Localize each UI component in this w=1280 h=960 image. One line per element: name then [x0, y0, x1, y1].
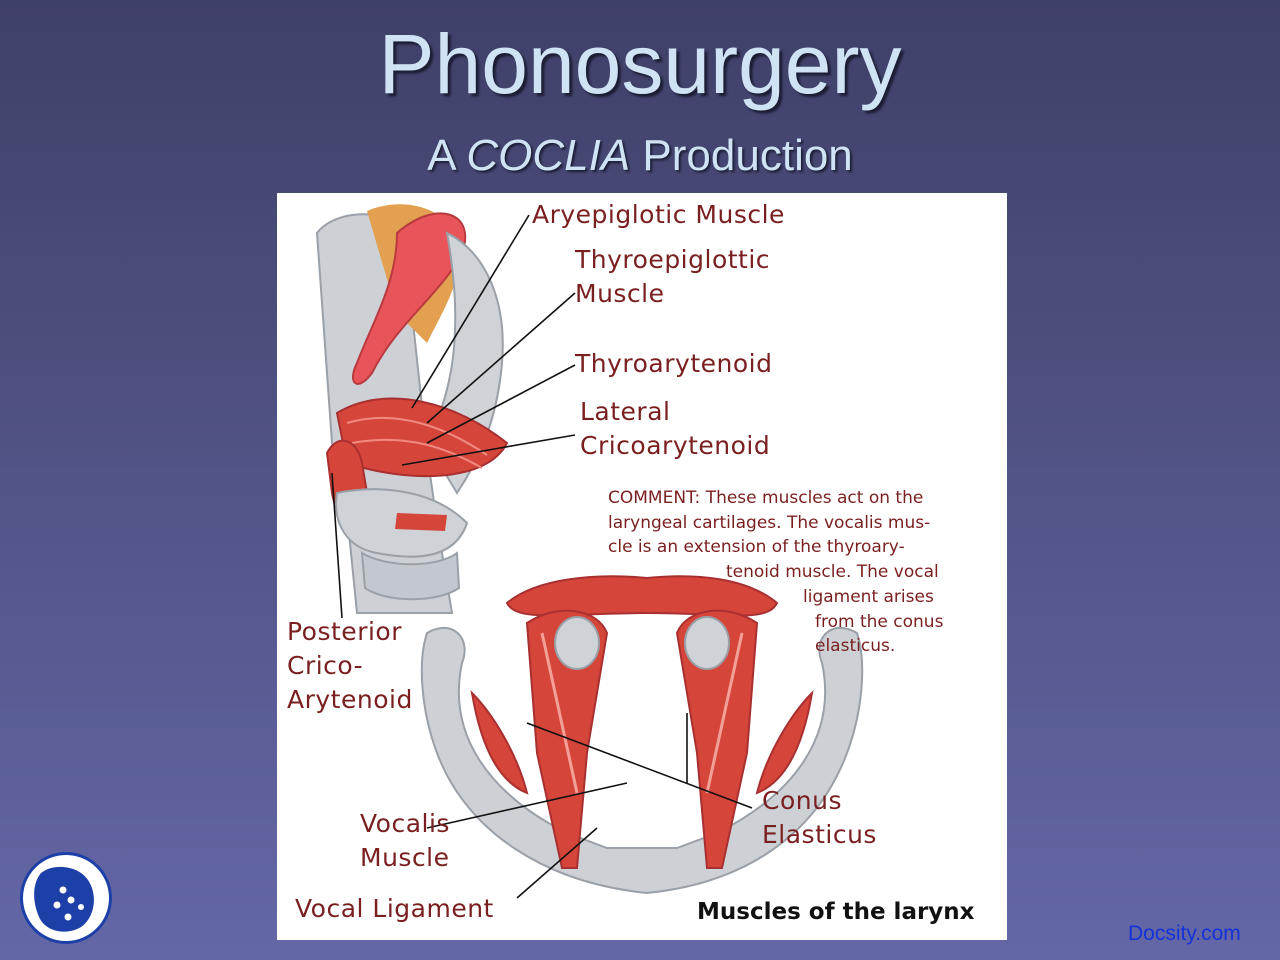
figure-caption: Muscles of the larynx: [697, 899, 975, 925]
comment-line: cle is an extension of the thyroary-: [608, 537, 905, 558]
label-thyroarytenoid: Thyroarytenoid: [575, 349, 773, 378]
label-vocalis-muscle: Vocalis Muscle: [360, 809, 450, 872]
coclia-logo: [20, 852, 112, 944]
comment-line: laryngeal cartilages. The vocalis mus-: [608, 512, 931, 533]
label-aryepiglotic-muscle: Aryepiglotic Muscle: [532, 200, 785, 229]
label-conus-elasticus: Conus Elasticus: [762, 786, 877, 849]
larynx-drawing: [315, 204, 864, 899]
comment-line: from the conus: [815, 611, 944, 632]
comment-line: COMMENT: These muscles act on the: [608, 488, 924, 508]
subtitle-prefix: A: [427, 131, 467, 180]
label-vocal-ligament: Vocal Ligament: [295, 894, 494, 923]
slide-subtitle: A COCLIA Production: [0, 134, 1280, 178]
label-thyroepiglottic-muscle: Thyroepiglottic Muscle: [575, 245, 771, 308]
comment-line: ligament arises: [803, 586, 934, 607]
label-posterior-cricoarytenoid: Posterior Crico- Arytenoid: [287, 617, 413, 714]
figure-comment: COMMENT: These muscles act on the laryng…: [608, 486, 988, 659]
subtitle-emphasis: COCLIA: [466, 131, 631, 180]
slide-title: Phonosurgery: [378, 17, 902, 111]
comment-line: tenoid muscle. The vocal: [726, 562, 939, 583]
logo-icon: [34, 866, 94, 932]
subtitle-suffix: Production: [630, 131, 853, 180]
label-lateral-cricoarytenoid: Lateral Cricoarytenoid: [580, 397, 771, 460]
comment-line: elasticus.: [815, 636, 896, 657]
larynx-illustration: Aryepiglotic Muscle Thyroepiglottic Musc…: [277, 193, 1007, 940]
leader-lines: [331, 214, 753, 899]
docsity-watermark: Docsity.com: [1128, 922, 1241, 945]
superior-larynx-view: [420, 575, 864, 895]
lateral-larynx-view: [315, 204, 509, 614]
